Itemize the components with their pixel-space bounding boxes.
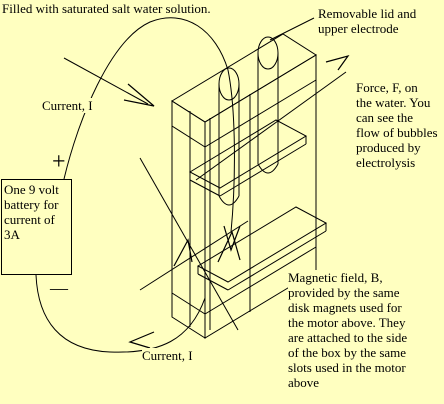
battery-label: One 9 volt battery for current of 3A (2, 180, 71, 242)
magnetic-field-label-line: Magnetic field, B, (288, 270, 383, 285)
minus-sign: — (50, 278, 68, 298)
current-arrow-down-icon (223, 225, 241, 252)
current-arrow-bottom-icon (128, 331, 155, 349)
force-label-line: Force, F, on (356, 80, 418, 95)
current-wire-top (63, 17, 235, 233)
force-label-line: the water. You (356, 95, 431, 110)
upper-electrode-plate-edge (189, 179, 221, 197)
lid-label-line: upper electrode (318, 21, 399, 36)
battery-box: One 9 volt battery for current of 3A (1, 179, 72, 275)
magnetic-field-label-line: provided by the same (288, 285, 400, 300)
lid-label-line: Removable lid and (318, 6, 417, 21)
bottom-slab-edge (171, 292, 206, 315)
upper-electrode-plate-edge (219, 143, 307, 197)
magnetic-field-arrow-icon (217, 230, 241, 263)
force-label: Force, F, on the water. You can see the … (356, 80, 444, 170)
current-wire-bottom (35, 274, 206, 353)
lower-electrode-plate-edge (197, 273, 229, 291)
current-arrow-up-icon (173, 238, 193, 267)
force-label-line: can see the (356, 110, 414, 125)
lid-edge-front (171, 125, 206, 148)
lower-electrode-plate-edge (227, 230, 327, 291)
cylinder-right (257, 36, 279, 174)
top-note: Filled with saturated salt water solutio… (2, 1, 211, 16)
magnetic-field-label: Magnetic field, B, provided by the same … (288, 270, 444, 390)
magnetic-field-label-line: disk magnets used for (288, 300, 402, 315)
force-line (195, 71, 347, 181)
force-line (63, 57, 149, 105)
magnetic-field-label-line: above (288, 375, 320, 390)
current-arrow-top-icon (123, 83, 155, 107)
lid-edge-side (204, 79, 317, 148)
battery-label-line: battery for (4, 197, 59, 212)
magnetic-field-label-line: the motor above. They (288, 315, 406, 330)
battery-label-line: current of 3A (4, 212, 55, 242)
current-label-top: Current, I (42, 98, 93, 113)
plus-sign: + (52, 149, 66, 175)
lid-label: Removable lid and upper electrode (318, 6, 417, 36)
force-label-line: flow of bubbles (356, 125, 438, 140)
lid-callout-line (269, 17, 315, 41)
battery-label-line: One 9 volt (4, 182, 59, 197)
magnetic-field-label-line: of the box by the same (288, 345, 407, 360)
bottom-slab-edge (204, 246, 317, 315)
cylinder-left (218, 67, 240, 206)
force-label-line: electrolysis (356, 155, 416, 170)
magnetic-field-line (139, 220, 249, 291)
force-label-line: produced by (356, 140, 421, 155)
magnetic-field-label-line: are attached to the side (288, 330, 408, 345)
magnetic-field-label-line: slots used in the motor (288, 360, 406, 375)
force-arrow-icon (325, 54, 350, 71)
current-label-bottom: Current, I (142, 348, 193, 363)
